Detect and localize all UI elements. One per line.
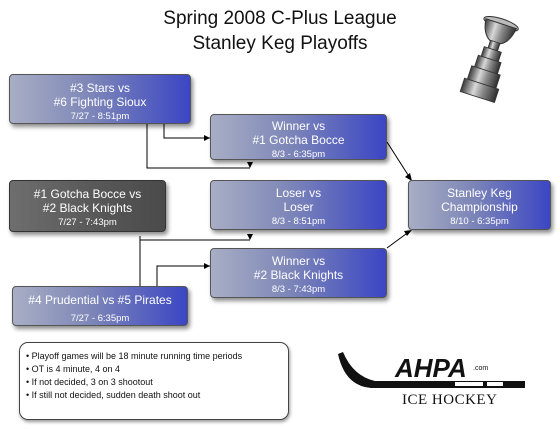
matchup: #4 Prudential vs #5 Pirates xyxy=(28,293,172,307)
rule-item: If not decided, 3 on 3 shootout xyxy=(26,376,282,389)
championship-game: Stanley Keg Championship 8/10 - 6:35pm xyxy=(408,180,551,230)
page-subtitle: Stanley Keg Playoffs xyxy=(192,33,368,54)
game-winner-vs-2: Winner vs #2 Black Knights 8/3 - 7:43pm xyxy=(210,248,387,298)
logo-brand: AHPA xyxy=(394,353,467,383)
rule-item: OT is 4 minute, 4 on 4 xyxy=(26,363,282,376)
page-title: Spring 2008 C-Plus League xyxy=(163,8,397,29)
matchup-bottom: Loser xyxy=(283,200,314,214)
game-time: 7/27 - 7:43pm xyxy=(58,217,117,228)
matchup-bottom: #1 Gotcha Bocce xyxy=(252,133,345,147)
game-4-vs-5: #4 Prudential vs #5 Pirates 7/27 - 6:35p… xyxy=(12,286,188,326)
matchup-top: Stanley Keg xyxy=(447,186,512,200)
game-time: 8/3 - 6:35pm xyxy=(271,149,326,160)
matchup-bottom: Championship xyxy=(441,200,518,214)
game-time: 7/27 - 8:51pm xyxy=(70,111,130,122)
game-time: 8/10 - 6:35pm xyxy=(450,216,509,227)
matchup-top: Loser vs xyxy=(275,186,322,200)
game-3-vs-6: #3 Stars vs #6 Fighting Sioux 7/27 - 8:5… xyxy=(9,74,191,124)
rule-item: If still not decided, sudden death shoot… xyxy=(26,389,282,402)
game-time: 7/27 - 6:35pm xyxy=(70,313,130,324)
matchup-bottom: #2 Black Knights xyxy=(253,268,344,282)
game-winner-vs-1: Winner vs #1 Gotcha Bocce 8/3 - 6:35pm xyxy=(210,114,387,160)
game-1-vs-2: #1 Gotcha Bocce vs #2 Black Knights 7/27… xyxy=(9,180,166,232)
rules-notes: Playoff games will be 18 minute running … xyxy=(19,342,289,420)
trophy-icon xyxy=(459,15,519,104)
logo-sport: ICE HOCKEY xyxy=(402,392,498,408)
logo-brand-suffix: .com xyxy=(473,365,488,372)
matchup-top: #1 Gotcha Bocce vs xyxy=(33,187,142,201)
game-time: 8/3 - 7:43pm xyxy=(271,284,326,295)
matchup-top: Winner vs xyxy=(271,254,326,268)
matchup-top: #3 Stars vs xyxy=(69,81,131,95)
logo-tagline: LOUISVILLE ADULT HOCKEY PLAYERS ASSOCIAT… xyxy=(405,377,494,381)
game-time: 8/3 - 8:51pm xyxy=(271,216,326,227)
ahpa-logo: AHPA .com LOUISVILLE ADULT HOCKEY PLAYER… xyxy=(338,352,525,388)
matchup-top: Winner vs xyxy=(271,119,326,133)
rule-item: Playoff games will be 18 minute running … xyxy=(26,350,282,363)
matchup-bottom: #2 Black Knights xyxy=(42,201,133,215)
game-loser-vs-loser: Loser vs Loser 8/3 - 8:51pm xyxy=(210,180,387,230)
matchup-bottom: #6 Fighting Sioux xyxy=(53,95,147,109)
